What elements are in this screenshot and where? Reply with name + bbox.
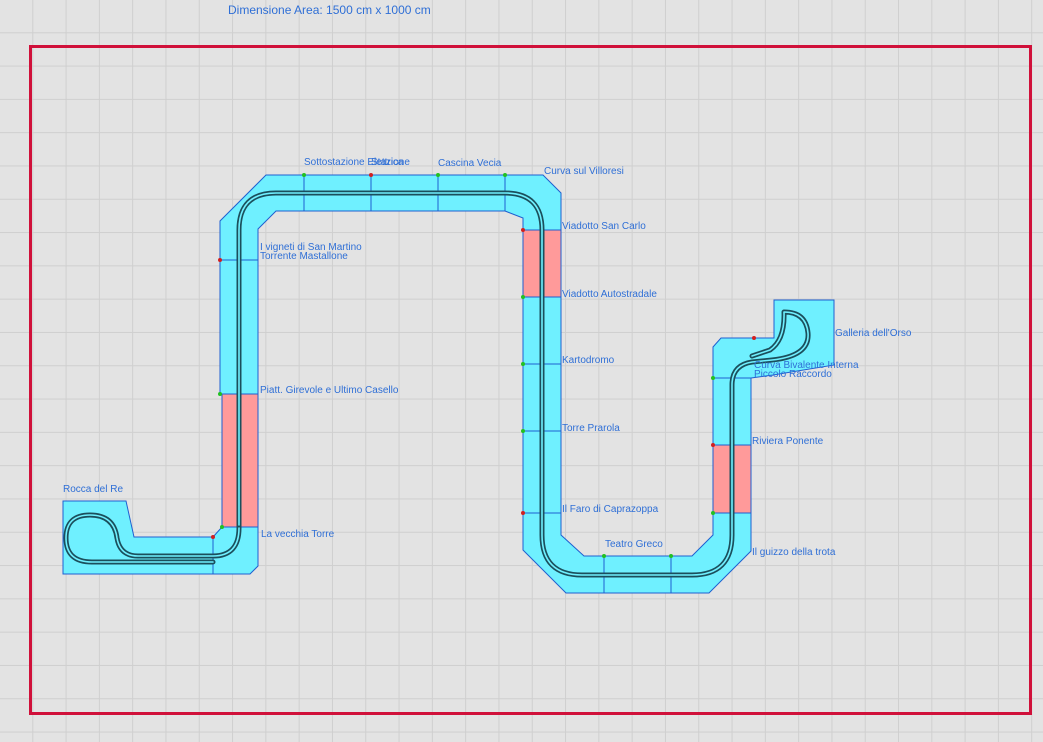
label-guizzo: Il guizzo della trota (752, 547, 836, 558)
connection-points[interactable] (211, 173, 756, 558)
connector-red[interactable] (711, 443, 715, 447)
label-vigneti: I vigneti di San Martino (260, 242, 362, 253)
tile-vecchia-torre[interactable] (212, 526, 259, 575)
connector-green[interactable] (521, 362, 525, 366)
track-tiles[interactable] (62, 174, 835, 594)
label-faro: Il Faro di Caprazoppa (562, 504, 659, 515)
label-cascina: Cascina Vecia (438, 158, 502, 169)
connector-green[interactable] (669, 554, 673, 558)
layout-area-border (29, 45, 1032, 715)
connector-red[interactable] (521, 228, 525, 232)
label-torrente: Torrente Mastallone (260, 251, 348, 262)
connector-green[interactable] (218, 392, 222, 396)
label-teatro-greco: Teatro Greco (605, 539, 663, 550)
label-rocca-del-re: Rocca del Re (63, 484, 124, 495)
connector-red[interactable] (369, 173, 373, 177)
label-piatt-girevole: Piatt. Girevole e Ultimo Casello (260, 385, 399, 396)
label-vecchia-torre: La vecchia Torre (261, 529, 335, 540)
label-galleria: Galleria dell'Orso (835, 328, 912, 339)
label-curva-villoresi: Curva sul Villoresi (544, 166, 624, 177)
connector-red[interactable] (521, 511, 525, 515)
connector-green[interactable] (302, 173, 306, 177)
connector-green[interactable] (220, 525, 224, 529)
connector-red[interactable] (218, 258, 222, 262)
label-kartodromo: Kartodromo (562, 355, 615, 366)
label-curva-bivalente: Curva Bivalente Interna (754, 360, 859, 371)
track-rails (63, 190, 811, 578)
label-piccolo-raccordo: Piccolo Raccordo (754, 369, 832, 380)
connector-red[interactable] (211, 535, 215, 539)
connector-green[interactable] (711, 376, 715, 380)
tile-faro-curve[interactable] (522, 512, 605, 594)
label-stazione: Stazione (371, 157, 410, 168)
connector-green[interactable] (521, 429, 525, 433)
label-viadotto-autostradale: Viadotto Autostradale (562, 289, 657, 300)
label-sottostazione: Sottostazione Elettrica (304, 157, 404, 168)
tile-guizzo-curve[interactable] (670, 512, 752, 594)
area-dimension-title: Dimensione Area: 1500 cm x 1000 cm (228, 3, 431, 17)
label-viadotto-san-carlo: Viadotto San Carlo (562, 221, 646, 232)
label-riviera-ponente: Riviera Ponente (752, 436, 824, 447)
label-torre-prarola: Torre Prarola (562, 423, 620, 434)
connector-green[interactable] (436, 173, 440, 177)
connector-green[interactable] (521, 295, 525, 299)
connector-green[interactable] (503, 173, 507, 177)
connector-green[interactable] (711, 511, 715, 515)
connector-green[interactable] (602, 554, 606, 558)
connector-red[interactable] (752, 336, 756, 340)
